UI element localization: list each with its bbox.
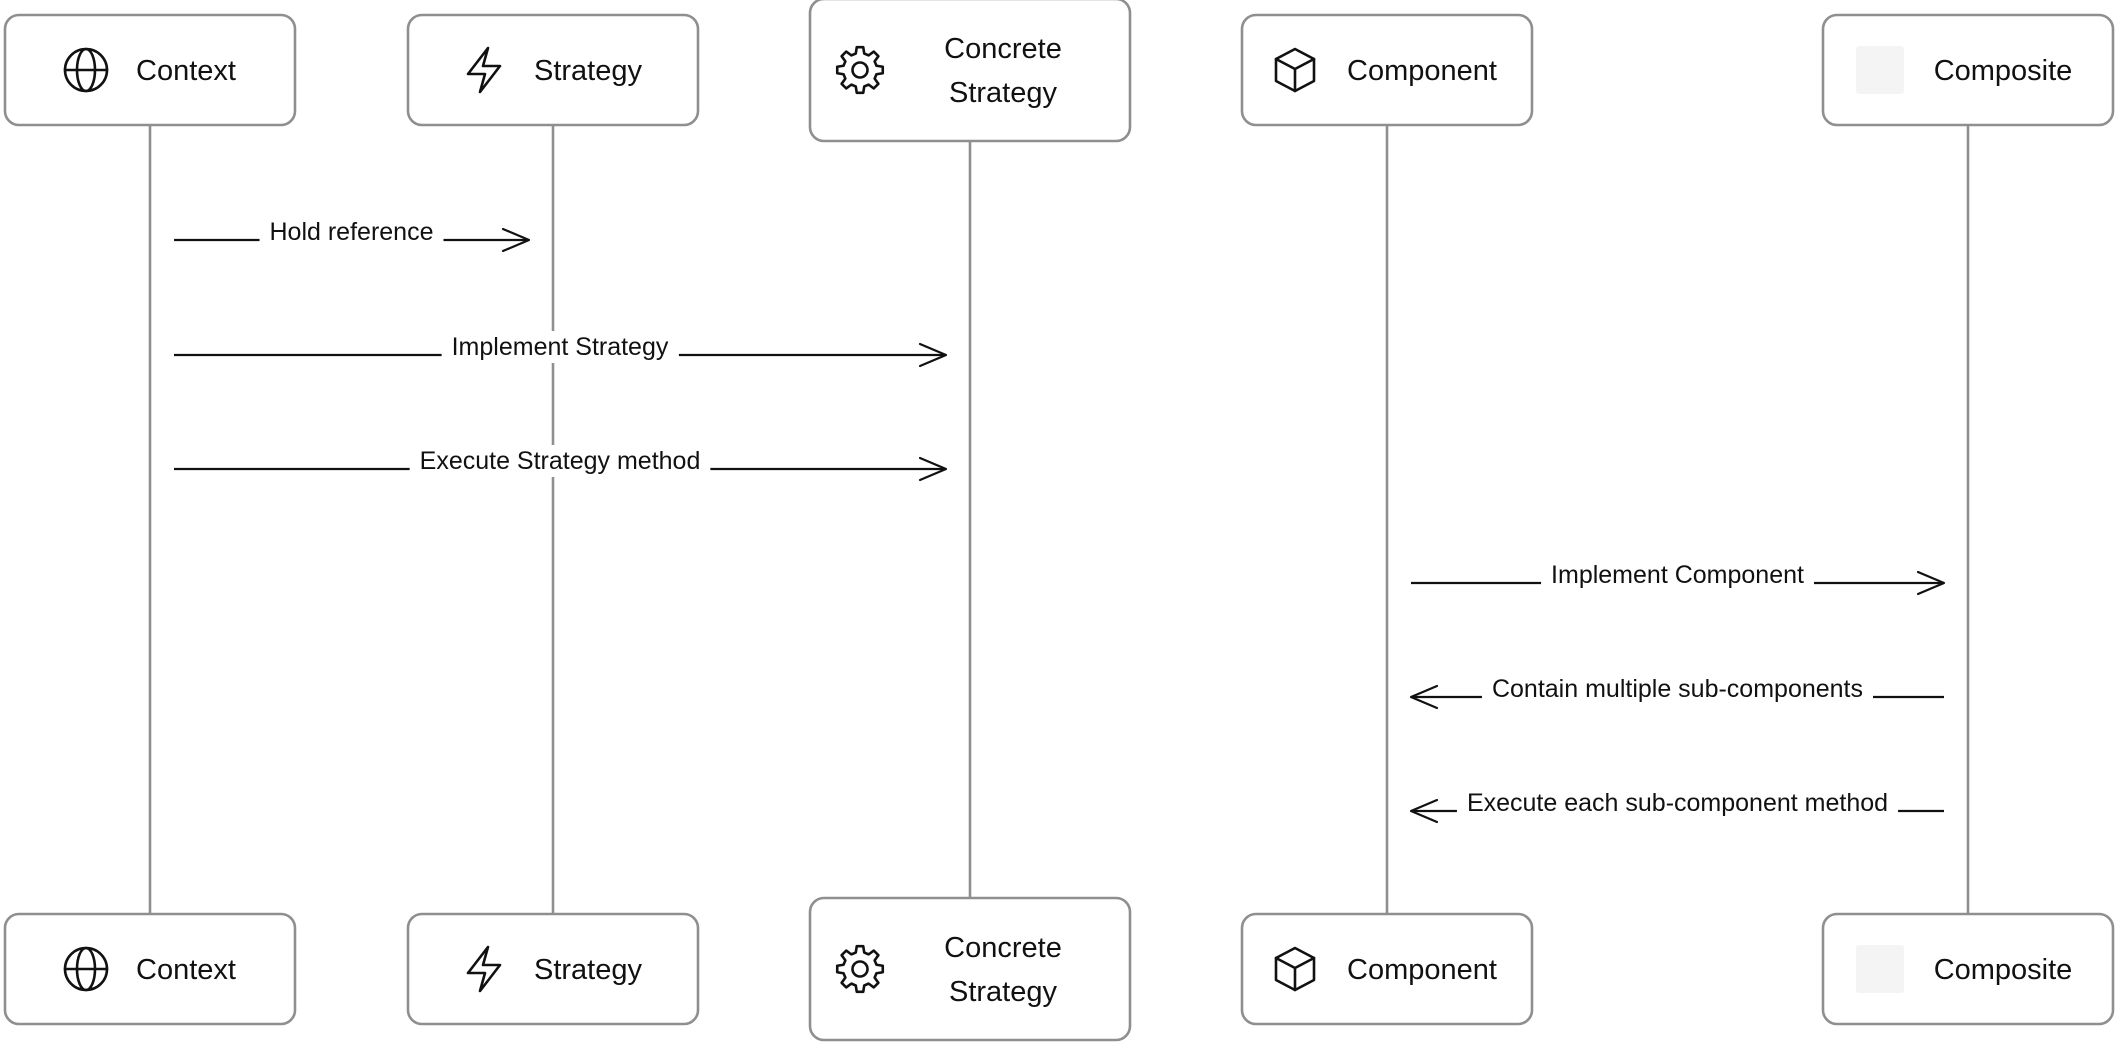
arrowhead xyxy=(918,456,948,482)
participant-box xyxy=(3,912,297,1026)
participant-box xyxy=(808,0,1132,143)
message-label: Execute each sub-component method xyxy=(1467,789,1888,817)
message-label: Implement Component xyxy=(1551,561,1804,589)
message-label: Implement Strategy xyxy=(452,333,669,361)
message-label: Hold reference xyxy=(270,218,434,246)
participant-label: Composite xyxy=(1934,55,2073,87)
gear-icon xyxy=(835,944,885,994)
arrowhead xyxy=(1409,798,1439,824)
participant-context-top[interactable]: Context xyxy=(3,13,297,127)
blank-square-icon xyxy=(1856,945,1904,993)
lightning-icon xyxy=(466,945,502,993)
participant-box xyxy=(3,13,297,127)
participant-composite-top[interactable]: Composite xyxy=(1821,13,2115,127)
participant-box xyxy=(1821,912,2115,1026)
box-icon xyxy=(1274,946,1316,992)
participant-label: Strategy xyxy=(534,55,642,87)
participant-box xyxy=(808,896,1132,1042)
box-icon xyxy=(1274,47,1316,93)
participant-context-bottom[interactable]: Context xyxy=(3,912,297,1026)
blank-square-icon xyxy=(1856,46,1904,94)
participant-box xyxy=(406,13,700,127)
participant-component-bottom[interactable]: Component xyxy=(1240,912,1534,1026)
participant-label: Strategy xyxy=(534,954,642,986)
participant-strategy-top[interactable]: Strategy xyxy=(406,13,700,127)
participant-strategy-bottom[interactable]: Strategy xyxy=(406,912,700,1026)
participant-box xyxy=(1821,13,2115,127)
participant-component-top[interactable]: Component xyxy=(1240,13,1534,127)
globe-icon xyxy=(63,946,109,992)
participant-composite-bottom[interactable]: Composite xyxy=(1821,912,2115,1026)
globe-icon xyxy=(63,47,109,93)
participant-label: Concrete xyxy=(944,932,1062,964)
participant-label: Concrete xyxy=(944,33,1062,65)
message: Implement Strategy xyxy=(174,331,948,368)
participant-box xyxy=(406,912,700,1026)
lightning-icon xyxy=(466,46,502,94)
participant-box xyxy=(1240,13,1534,127)
message: Execute Strategy method xyxy=(174,445,948,482)
message: Hold reference xyxy=(174,216,531,253)
message-label: Contain multiple sub-components xyxy=(1492,675,1863,703)
participant-label: Strategy xyxy=(949,77,1057,109)
arrowhead xyxy=(501,227,531,253)
participant-label: Context xyxy=(136,954,236,986)
message-label: Execute Strategy method xyxy=(420,447,701,475)
participant-label: Context xyxy=(136,55,236,87)
message: Execute each sub-component method xyxy=(1409,787,1944,824)
message: Implement Component xyxy=(1411,559,1946,596)
participant-label: Component xyxy=(1347,55,1497,87)
gear-icon xyxy=(835,45,885,95)
participant-label: Strategy xyxy=(949,976,1057,1008)
message: Contain multiple sub-components xyxy=(1409,673,1944,710)
participant-box xyxy=(1240,912,1534,1026)
arrowhead xyxy=(1916,570,1946,596)
participant-label: Component xyxy=(1347,954,1497,986)
participant-label: Composite xyxy=(1934,954,2073,986)
arrowhead xyxy=(1409,684,1439,710)
arrowhead xyxy=(918,342,948,368)
